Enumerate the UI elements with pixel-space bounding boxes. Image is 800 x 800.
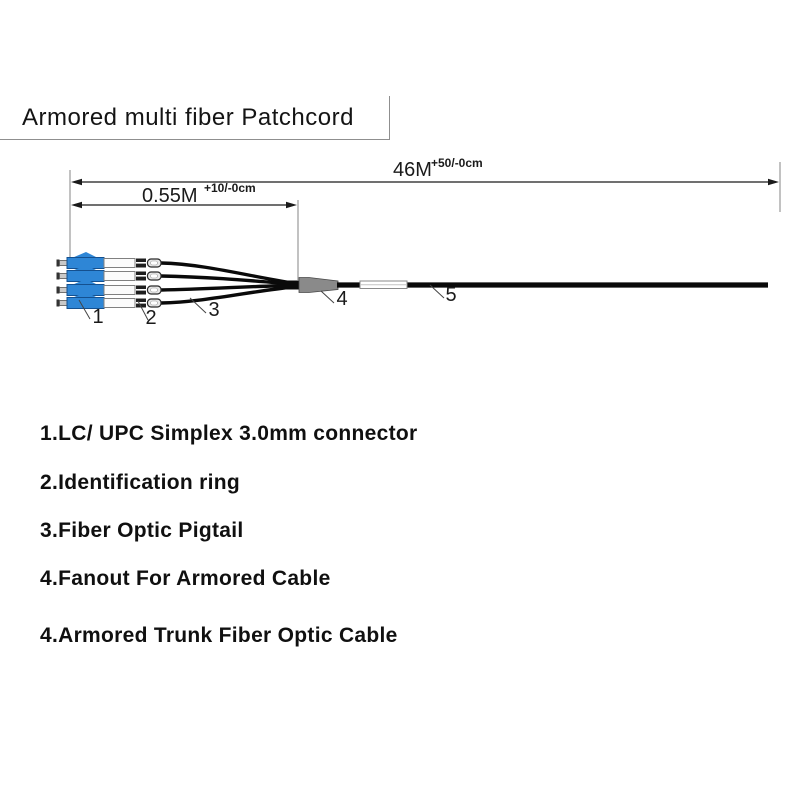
ferrule [59,300,68,306]
title-box: Armored multi fiber Patchcord [0,96,390,140]
dimension-overall: 46M +50/-0cm [71,156,779,186]
page-title: Armored multi fiber Patchcord [22,103,354,131]
lc-connector-2 [56,265,162,282]
fiber-1 [159,261,295,285]
crimp-band-stripe [136,275,146,277]
leader-3 [189,297,207,314]
callout-1: 1 [92,306,103,328]
leader-2 [137,300,149,321]
fiber-pigtails [159,261,295,305]
leader-4 [320,290,335,304]
fiber-4 [159,285,295,305]
boot [103,258,136,268]
boot [103,285,136,295]
lc-latch [73,252,97,258]
arrowhead-left-icon [71,178,82,186]
ferrule [59,273,68,279]
crimp-band-stripe [136,302,146,304]
fiber-2 [159,274,295,286]
boot [103,271,136,281]
leader-5 [429,284,445,299]
callout-4: 4 [336,288,347,310]
identification-ring-center [150,287,158,293]
arrowhead-right-icon [768,178,779,186]
identification-ring-center [150,273,158,279]
ferrule-tip [56,272,60,280]
callout-leaders [78,284,445,321]
callout-2: 2 [145,307,156,329]
lc-connector-3 [56,279,162,296]
ferrule-tip [56,286,60,294]
crimp-band-stripe [136,262,146,264]
boot [103,298,136,308]
arrowhead-right-icon [286,201,297,209]
dimension-breakout-value: 0.55M [142,185,198,207]
lc-connector-1 [56,252,162,269]
ferrule-tip [56,299,60,307]
identification-ring-center [150,300,158,306]
ferrule [59,260,68,266]
callout-5: 5 [445,284,456,306]
identification-ring-center [150,260,158,266]
fiber-bundle [285,280,299,290]
lc-latch [73,279,97,285]
crimp-band-stripe [136,289,146,291]
lc-latch [73,265,97,271]
dimension-overall-value: 46M [393,159,432,181]
ferrule [59,287,68,293]
fiber-3 [159,283,295,292]
callout-3: 3 [208,299,219,321]
dimension-breakout: 0.55M +10/-0cm [71,181,297,209]
leader-1 [78,299,91,320]
dimension-overall-tolerance: +50/-0cm [431,156,483,170]
fanout-boot [298,277,339,293]
arrowhead-left-icon [71,201,82,209]
lc-connector-4 [56,292,162,309]
ferrule-tip [56,259,60,267]
dimension-breakout-tolerance: +10/-0cm [204,181,256,195]
callout-numbers: 1 2 3 4 5 [92,284,456,329]
lc-latch [73,292,97,298]
